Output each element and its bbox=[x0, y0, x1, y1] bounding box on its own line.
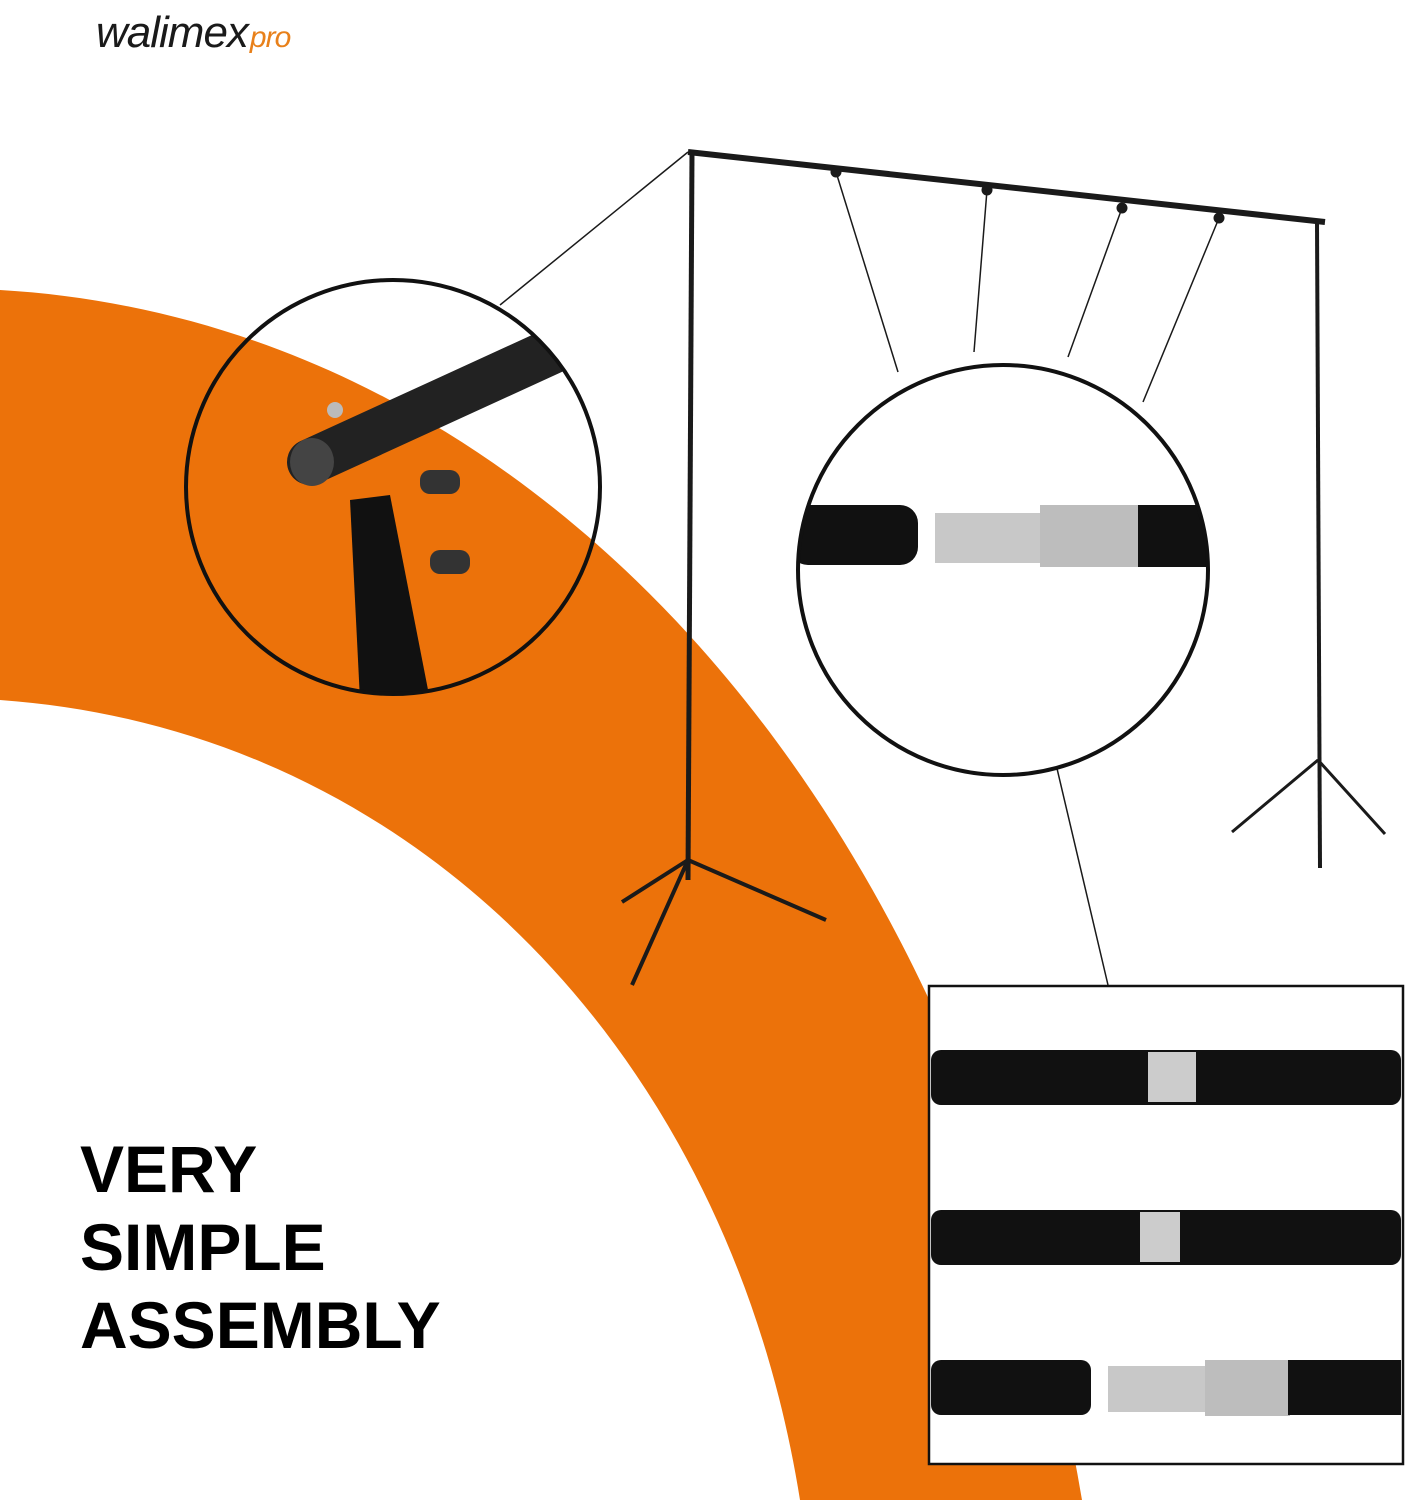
headline-line: ASSEMBLY bbox=[80, 1288, 441, 1362]
detail-box-poles bbox=[927, 984, 1405, 1466]
headline-line: VERY bbox=[80, 1132, 258, 1206]
headline-line: SIMPLE bbox=[80, 1210, 326, 1284]
brand-name: walimex bbox=[96, 8, 249, 57]
headline: VERY SIMPLE ASSEMBLY bbox=[80, 1130, 441, 1364]
backdrop-stand bbox=[499, 149, 1387, 986]
detail-circle-clamp bbox=[184, 278, 602, 696]
detail-circle-connector bbox=[796, 363, 1210, 777]
brand-suffix: pro bbox=[249, 21, 291, 54]
brand-logo: walimexpro bbox=[96, 8, 291, 58]
